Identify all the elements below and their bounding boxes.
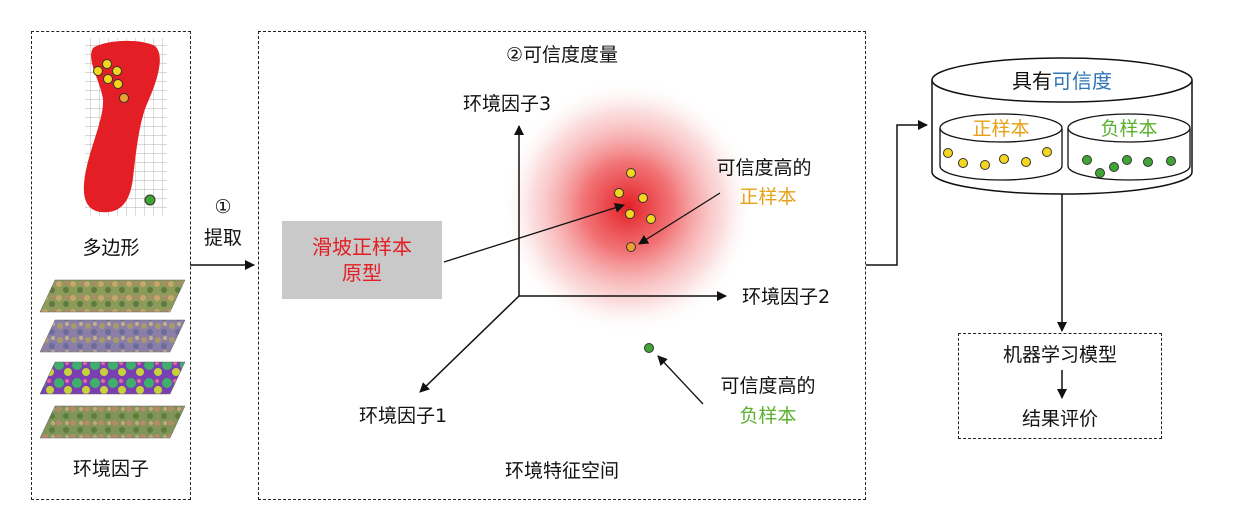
to-database-arrow xyxy=(866,120,928,266)
negative-sample-point xyxy=(1143,157,1153,167)
negative-sample-point xyxy=(1122,155,1132,165)
polygon-sample-point xyxy=(119,93,129,103)
factors-label: 环境因子 xyxy=(72,458,150,480)
positive-sample-point xyxy=(999,154,1009,164)
negative-dish-body xyxy=(1067,128,1191,181)
negative-sample-point xyxy=(1082,155,1092,165)
feature-point xyxy=(626,168,636,178)
axis-z-label: 环境因子3 xyxy=(463,93,552,115)
feature-space-title: ②可信度度量 xyxy=(505,44,619,66)
feature-space-label: 环境特征空间 xyxy=(504,460,620,482)
high-negative-line1: 可信度高的 xyxy=(720,375,816,397)
polygon-negative-point xyxy=(144,194,156,206)
prototype-box: 滑坡正样本 原型 xyxy=(282,221,442,299)
axis-y-line xyxy=(419,295,520,393)
positive-sample-point xyxy=(958,158,968,168)
negative-sample-point xyxy=(1095,168,1105,178)
feature-point xyxy=(625,209,635,219)
database-title-prefix: 具有 xyxy=(1012,69,1052,93)
high-positive-arrow xyxy=(638,192,721,245)
factor-layer xyxy=(39,279,186,313)
positive-sample-point xyxy=(980,160,990,170)
positive-dish-label: 正样本 xyxy=(972,118,1030,140)
high-negative-line2: 负样本 xyxy=(739,405,797,427)
polygon-label: 多边形 xyxy=(82,237,140,259)
feature-space-box xyxy=(258,31,866,500)
credible-sample-database xyxy=(931,57,1193,195)
database-title-highlight: 可信度 xyxy=(1052,69,1112,93)
model-box xyxy=(958,333,1162,439)
factor-layer xyxy=(39,361,186,395)
axis-y-label: 环境因子1 xyxy=(359,405,448,427)
negative-sample-point xyxy=(1166,156,1176,166)
positive-sample-point xyxy=(943,148,953,158)
feature-space-points xyxy=(614,168,656,353)
prototype-line2: 原型 xyxy=(342,261,382,285)
positive-dish-top xyxy=(939,113,1063,143)
model-label: 机器学习模型 xyxy=(1002,344,1118,366)
polygon-map xyxy=(83,38,167,216)
negative-sample-point xyxy=(1109,162,1119,172)
factor-layers xyxy=(39,279,186,439)
polygon-sample-point xyxy=(93,66,103,76)
high-negative-arrow xyxy=(657,355,704,405)
feature-point-high-negative xyxy=(644,343,654,353)
polygon-sample-point xyxy=(102,59,112,69)
extract-number: ① xyxy=(214,196,232,218)
polygon-sample-point xyxy=(112,66,122,76)
factor-layer xyxy=(39,405,186,439)
prototype-arrow xyxy=(443,202,625,263)
left-panel-box xyxy=(31,31,191,500)
landslide-polygon xyxy=(83,40,160,213)
feature-point xyxy=(638,193,648,203)
polygon-sample-point xyxy=(113,79,123,89)
factor-layer xyxy=(39,319,186,353)
extract-label: 提取 xyxy=(203,227,243,249)
credibility-glow xyxy=(500,79,756,335)
feature-point xyxy=(614,188,624,198)
database-top xyxy=(931,57,1193,103)
polygon-sample-point xyxy=(103,74,113,84)
database-title: 具有可信度 xyxy=(1012,70,1112,92)
prototype-line1: 滑坡正样本 xyxy=(312,235,412,259)
positive-sample-point xyxy=(1042,147,1052,157)
feature-point xyxy=(646,214,656,224)
evaluation-label: 结果评价 xyxy=(1021,408,1099,430)
feature-point-high-positive xyxy=(626,242,636,252)
high-positive-line1: 可信度高的 xyxy=(716,157,812,179)
high-positive-line2: 正样本 xyxy=(739,186,797,208)
positive-sample-point xyxy=(1021,157,1031,167)
negative-dish-top xyxy=(1067,113,1191,143)
negative-dish-label: 负样本 xyxy=(1100,118,1158,140)
positive-dish-body xyxy=(939,128,1063,181)
axis-x-label: 环境因子2 xyxy=(742,286,831,308)
